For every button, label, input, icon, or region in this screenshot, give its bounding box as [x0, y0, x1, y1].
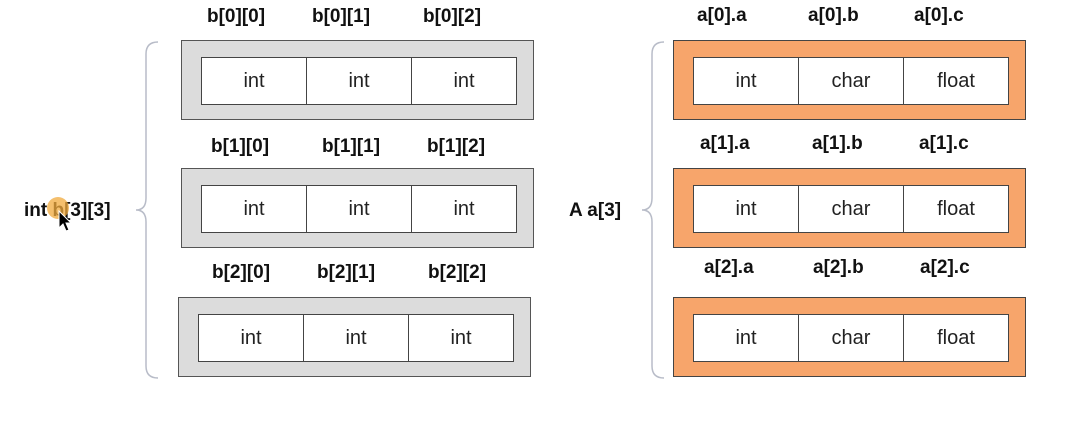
cell: int: [243, 197, 265, 220]
cell: char: [798, 186, 903, 232]
element-label: a[1].b: [812, 133, 863, 154]
cursor-highlight: [47, 197, 69, 219]
cell: int: [735, 69, 757, 92]
cell: int: [243, 69, 265, 92]
struct-row-box: int char float: [673, 168, 1026, 248]
cell: int: [735, 326, 757, 349]
right-declaration: A a[3]: [569, 200, 622, 221]
cell: char: [798, 315, 903, 361]
element-label: a[2].c: [920, 257, 970, 278]
row-cells: int char float: [693, 57, 1009, 105]
row-cells: int int int: [201, 57, 517, 105]
mouse-pointer-icon: [58, 209, 73, 232]
cell: int: [240, 326, 262, 349]
cell: int: [411, 186, 516, 232]
element-label: a[0].b: [808, 5, 859, 26]
element-label: a[0].a: [697, 5, 747, 26]
struct-row-box: int char float: [673, 40, 1026, 120]
element-label: a[0].c: [914, 5, 964, 26]
element-label: b[0][2]: [423, 6, 482, 27]
cell: int: [306, 186, 411, 232]
row-cells: int int int: [201, 185, 517, 233]
array-row-box: int int int: [178, 297, 531, 377]
element-label: a[1].a: [700, 133, 750, 154]
element-label: a[2].a: [704, 257, 754, 278]
cell: float: [903, 58, 1008, 104]
row-cells: int char float: [693, 185, 1009, 233]
cell: int: [735, 197, 757, 220]
cell: int: [306, 58, 411, 104]
cell: float: [903, 315, 1008, 361]
array-row-box: int int int: [181, 168, 534, 248]
element-label: b[0][0]: [207, 6, 266, 27]
row-cells: int int int: [198, 314, 514, 362]
cell: char: [798, 58, 903, 104]
cell: int: [411, 58, 516, 104]
element-label: b[2][0]: [212, 262, 271, 283]
element-label: b[1][0]: [211, 136, 270, 157]
cell: int: [303, 315, 408, 361]
element-label: b[1][2]: [427, 136, 486, 157]
curly-brace-icon: [641, 41, 665, 379]
array-row-box: int int int: [181, 40, 534, 120]
element-label: a[1].c: [919, 133, 969, 154]
element-label: b[2][2]: [428, 262, 487, 283]
struct-row-box: int char float: [673, 297, 1026, 377]
element-label: b[1][1]: [322, 136, 381, 157]
cell: float: [903, 186, 1008, 232]
element-label: b[2][1]: [317, 262, 376, 283]
curly-brace-icon: [135, 41, 159, 379]
cell: int: [408, 315, 513, 361]
row-cells: int char float: [693, 314, 1009, 362]
element-label: a[2].b: [813, 257, 864, 278]
element-label: b[0][1]: [312, 6, 371, 27]
